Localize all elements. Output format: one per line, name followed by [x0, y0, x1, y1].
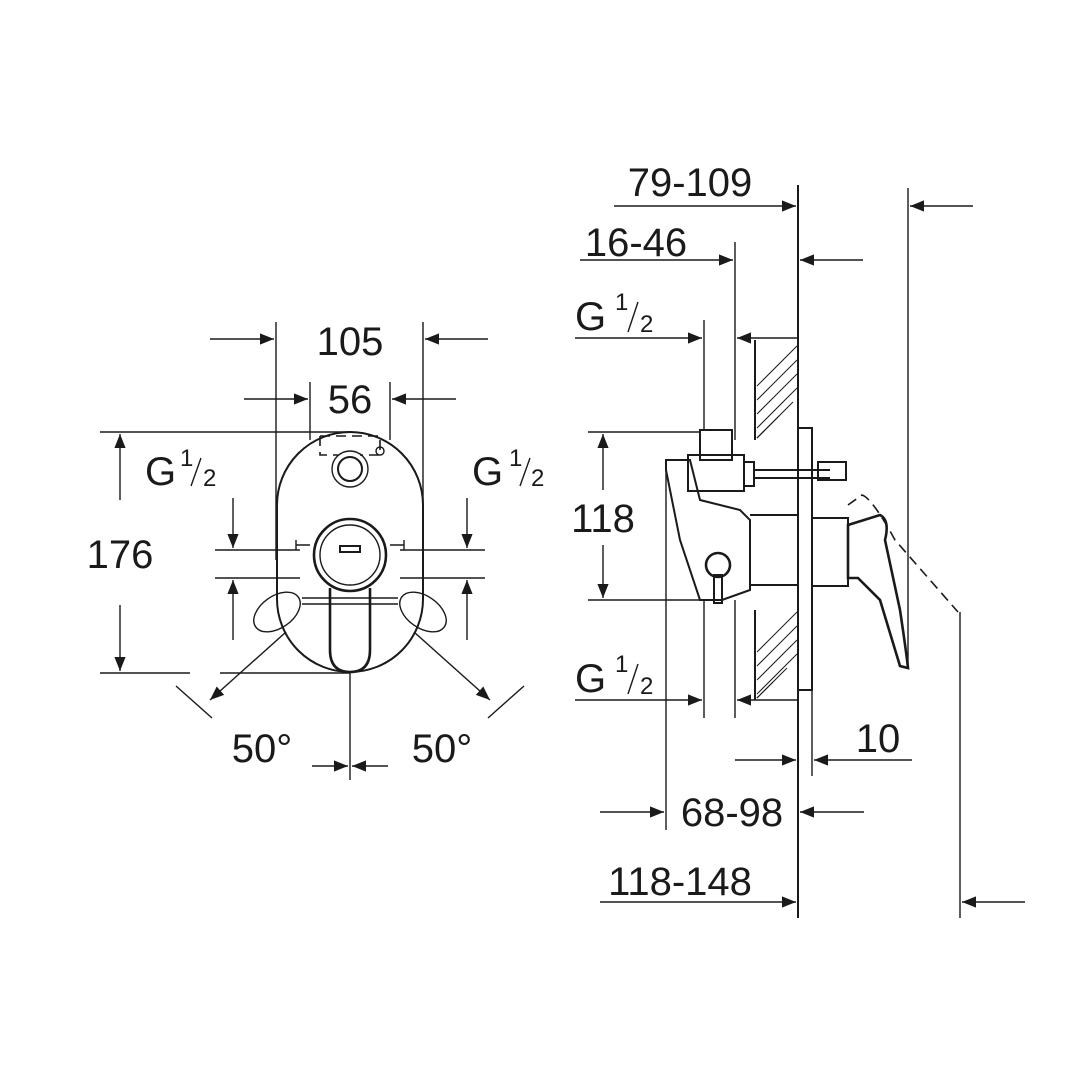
thread-right-num: 1	[509, 445, 522, 472]
side-handle-ghost	[847, 494, 959, 613]
thread-top: G 1 2	[575, 289, 798, 430]
thread-right-main: G	[472, 450, 503, 494]
thread-top-main: G	[575, 295, 606, 339]
side-cover-plate	[797, 427, 813, 691]
wall-hatch-line	[756, 611, 798, 653]
dim-176: 176	[87, 431, 350, 674]
wall-hatch-line	[756, 387, 798, 429]
wall-hatch-line	[756, 359, 798, 401]
thread-bottom: G 1 2	[575, 600, 798, 718]
side-handle	[846, 513, 910, 670]
lever-ghost-left	[253, 591, 301, 633]
wall-hatch-line	[756, 625, 798, 667]
cartridge-ring	[312, 517, 388, 593]
dim-16-46: 16-46	[580, 221, 863, 440]
wall-hatch-line	[756, 345, 798, 387]
angle-right-label: 50°	[412, 727, 473, 771]
angle-left-label: 50°	[232, 727, 293, 771]
side-view: 79-109 16-46 G 1 2 118	[571, 161, 1025, 918]
wall-hatch-line	[756, 653, 798, 695]
angle-dimensions: 50° 50°	[175, 631, 525, 780]
thread-top-den: 2	[640, 311, 653, 338]
wall-hatch-line	[756, 695, 760, 699]
thread-bottom-main: G	[575, 657, 606, 701]
thread-left: G 1 2	[145, 445, 300, 640]
thread-left-num: 1	[180, 445, 193, 472]
thread-bottom-num: 1	[615, 651, 628, 678]
thread-left-den: 2	[203, 465, 216, 492]
dim-56: 56	[244, 378, 456, 440]
dim-118-148: 118-148	[600, 612, 1025, 918]
thread-top-num: 1	[615, 289, 628, 316]
dim-68-98-label: 68-98	[681, 791, 783, 835]
thread-right-den: 2	[531, 465, 544, 492]
lever-handle	[328, 588, 372, 674]
dim-118: 118	[571, 431, 700, 601]
dim-16-46-label: 16-46	[585, 221, 687, 265]
thread-left-main: G	[145, 450, 176, 494]
dim-176-label: 176	[87, 533, 154, 577]
dim-56-label: 56	[328, 378, 373, 422]
dim-10-label: 10	[856, 717, 901, 761]
dim-118-label: 118	[571, 497, 635, 541]
thread-bottom-den: 2	[640, 673, 653, 700]
dim-68-98: 68-98	[600, 460, 864, 835]
lever-ghost-right	[399, 591, 447, 633]
diverter-knob	[337, 456, 363, 482]
wall-hatch-line	[756, 429, 766, 439]
dim-105-label: 105	[317, 320, 384, 364]
wall-hatch-line	[756, 639, 798, 681]
front-view: 105 56 176	[87, 320, 544, 780]
dim-105: 105	[210, 320, 488, 560]
thread-right: G 1 2	[400, 445, 544, 640]
wall-hatch-line	[756, 681, 774, 699]
wall-hatch-line	[756, 373, 798, 415]
valve-body	[665, 429, 849, 604]
dim-79-109-label: 79-109	[628, 161, 753, 205]
dim-118-148-label: 118-148	[608, 860, 752, 904]
dim-10: 10	[735, 690, 912, 776]
dim-79-109: 79-109	[614, 161, 973, 668]
